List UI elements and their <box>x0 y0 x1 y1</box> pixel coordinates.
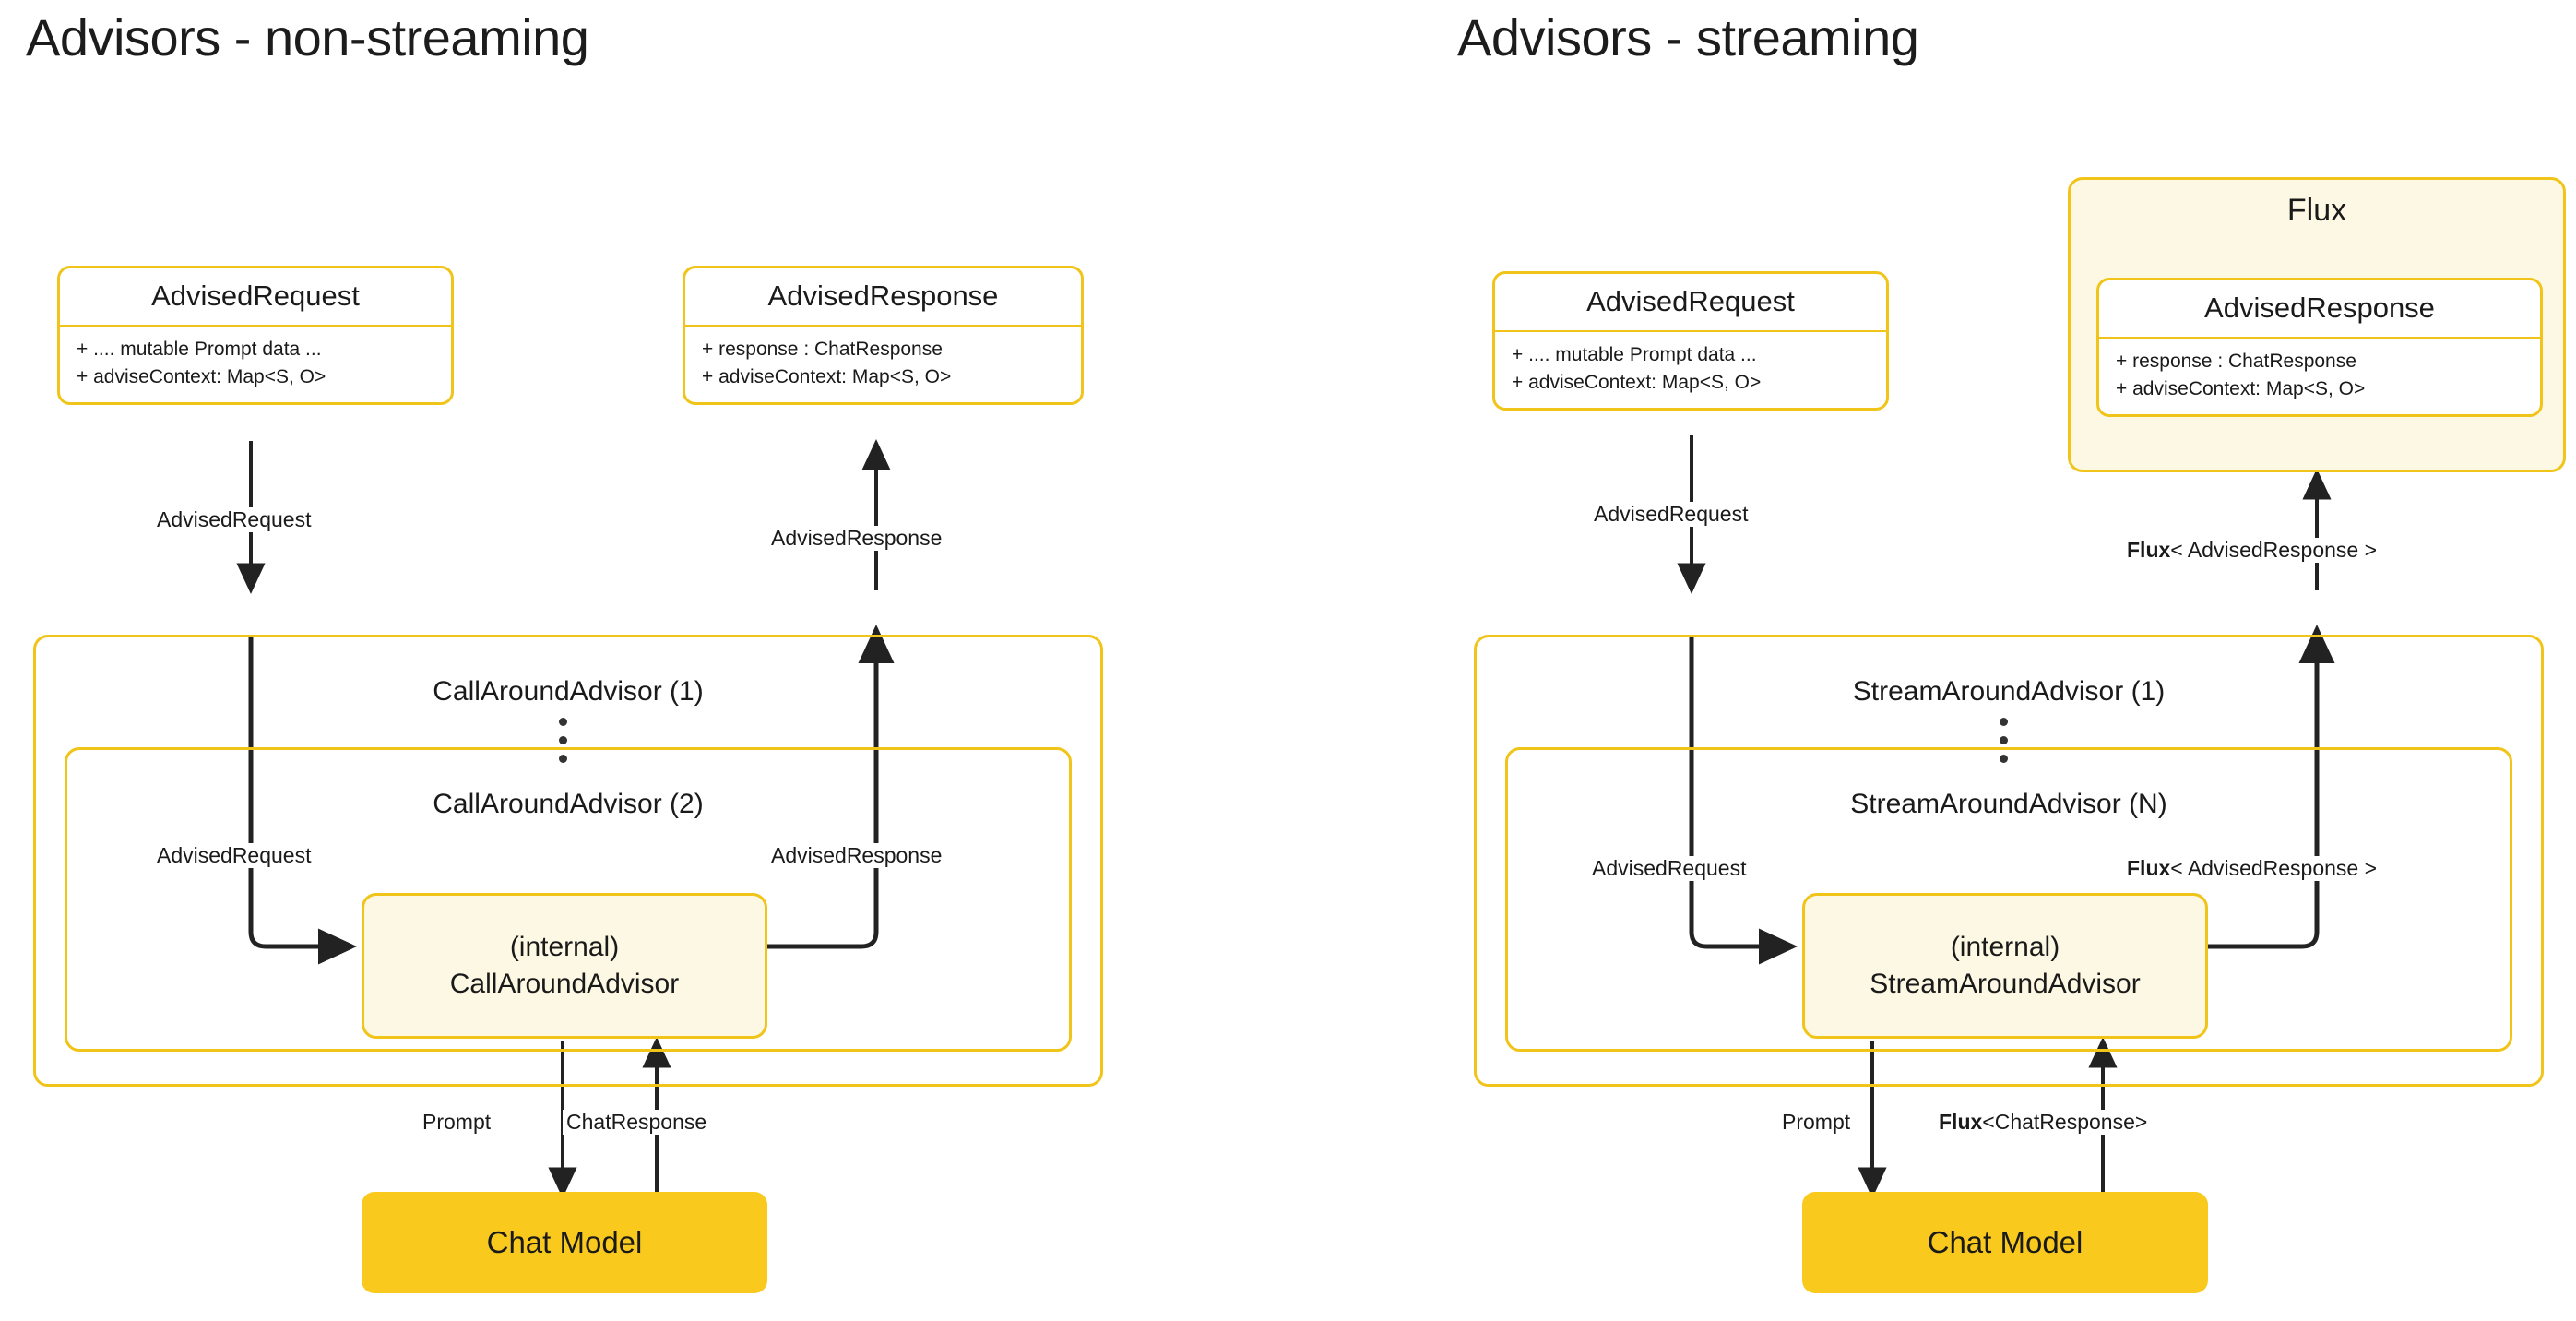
internal-advisor-line1-left: (internal) <box>509 932 620 963</box>
edge-label-request-down-right: AdvisedRequest <box>1590 502 1752 527</box>
advised-response-title-right: AdvisedResponse <box>2099 280 2540 339</box>
edge-label-response-up-right: Flux< AdvisedResponse > <box>2123 538 2381 563</box>
outer-advisor-frame-label-right: StreamAroundAdvisor (1) <box>1852 676 2166 707</box>
chat-model-box-right[interactable]: Chat Model <box>1802 1192 2208 1293</box>
vertical-ellipsis-icon-right <box>2000 718 2008 763</box>
internal-advisor-line1-right: (internal) <box>1950 932 2060 963</box>
edge-label-chatresponse-right: Flux<ChatResponse> <box>1935 1110 2152 1135</box>
edge-label-inner-response-left: AdvisedResponse <box>767 843 946 868</box>
advised-request-attrs-right: + .... mutable Prompt data ... + adviseC… <box>1495 332 1886 408</box>
inner-advisor-frame-label-right: StreamAroundAdvisor (N) <box>1850 789 2167 819</box>
edge-label-flux-generic: <ChatResponse> <box>1982 1110 2148 1134</box>
attr-line: + .... mutable Prompt data ... <box>77 339 322 360</box>
chat-model-box-left[interactable]: Chat Model <box>362 1192 767 1293</box>
outer-advisor-frame-label-left: CallAroundAdvisor (1) <box>433 676 704 707</box>
inner-advisor-frame-label-left: CallAroundAdvisor (2) <box>433 789 704 819</box>
attr-line: + response : ChatResponse <box>702 339 943 360</box>
page-title-streaming: Advisors - streaming <box>1457 8 1919 66</box>
flux-wrapper-title: Flux <box>2286 193 2347 228</box>
edge-label-flux-bold: Flux <box>2127 856 2171 880</box>
flux-wrapper-box: Flux AdvisedResponse + response : ChatRe… <box>2068 177 2566 472</box>
chat-model-label-right: Chat Model <box>1927 1225 2083 1259</box>
edge-label-flux-generic: < AdvisedResponse > <box>2170 856 2378 880</box>
edge-label-prompt-right: Prompt <box>1778 1110 1855 1135</box>
chat-model-label-left: Chat Model <box>486 1225 643 1259</box>
panel-streaming: Advisors - streaming <box>1439 0 2576 1321</box>
attr-line: + adviseContext: Map<S, O> <box>702 365 952 387</box>
page-title-non-streaming: Advisors - non-streaming <box>26 8 589 66</box>
advised-response-title-left: AdvisedResponse <box>685 268 1081 327</box>
edge-label-flux-bold: Flux <box>1939 1110 1983 1134</box>
internal-advisor-box-left: (internal) CallAroundAdvisor <box>362 893 767 1039</box>
advised-request-box-left: AdvisedRequest + .... mutable Prompt dat… <box>57 266 454 405</box>
advised-response-attrs-right: + response : ChatResponse + adviseContex… <box>2099 339 2540 414</box>
edge-label-prompt-left: Prompt <box>419 1110 495 1135</box>
inner-advisor-frame-left: CallAroundAdvisor (2) <box>65 747 1072 1052</box>
edge-label-flux-generic: < AdvisedResponse > <box>2170 538 2378 562</box>
attr-line: + adviseContext: Map<S, O> <box>1512 371 1762 393</box>
edge-label-inner-request-right: AdvisedRequest <box>1588 856 1751 881</box>
attr-line: + adviseContext: Map<S, O> <box>2116 377 2366 399</box>
advised-request-attrs-left: + .... mutable Prompt data ... + adviseC… <box>60 327 451 402</box>
outer-advisor-frame-left: CallAroundAdvisor (1) <box>33 635 1103 1087</box>
edge-label-inner-request-left: AdvisedRequest <box>153 843 315 868</box>
outer-advisor-frame-right: StreamAroundAdvisor (1) <box>1474 635 2544 1087</box>
internal-advisor-box-right: (internal) StreamAroundAdvisor <box>1802 893 2208 1039</box>
edge-label-chatresponse-left: ChatResponse <box>563 1110 711 1135</box>
internal-advisor-line2-left: CallAroundAdvisor <box>449 969 680 999</box>
advised-response-box-right: AdvisedResponse + response : ChatRespons… <box>2096 278 2543 417</box>
edge-label-flux-bold: Flux <box>2127 538 2171 562</box>
attr-line: + response : ChatResponse <box>2116 351 2356 372</box>
vertical-ellipsis-icon-left <box>559 718 567 763</box>
attr-line: + adviseContext: Map<S, O> <box>77 365 326 387</box>
inner-advisor-frame-right: StreamAroundAdvisor (N) <box>1505 747 2512 1052</box>
attr-line: + .... mutable Prompt data ... <box>1512 344 1757 365</box>
advised-request-title-left: AdvisedRequest <box>60 268 451 327</box>
edge-label-request-down-left: AdvisedRequest <box>153 507 315 532</box>
advised-response-attrs-left: + response : ChatResponse + adviseContex… <box>685 327 1081 402</box>
advised-request-title-right: AdvisedRequest <box>1495 274 1886 332</box>
panel-non-streaming: Advisors - non-streaming AdvisedRequest … <box>26 8 1103 1293</box>
internal-advisor-line2-right: StreamAroundAdvisor <box>1870 969 2141 999</box>
advised-response-box-left: AdvisedResponse + response : ChatRespons… <box>683 266 1084 405</box>
edge-label-inner-response-right: Flux< AdvisedResponse > <box>2123 856 2381 881</box>
advised-request-box-right: AdvisedRequest + .... mutable Prompt dat… <box>1492 271 1889 411</box>
edge-label-response-up-left: AdvisedResponse <box>767 526 946 551</box>
